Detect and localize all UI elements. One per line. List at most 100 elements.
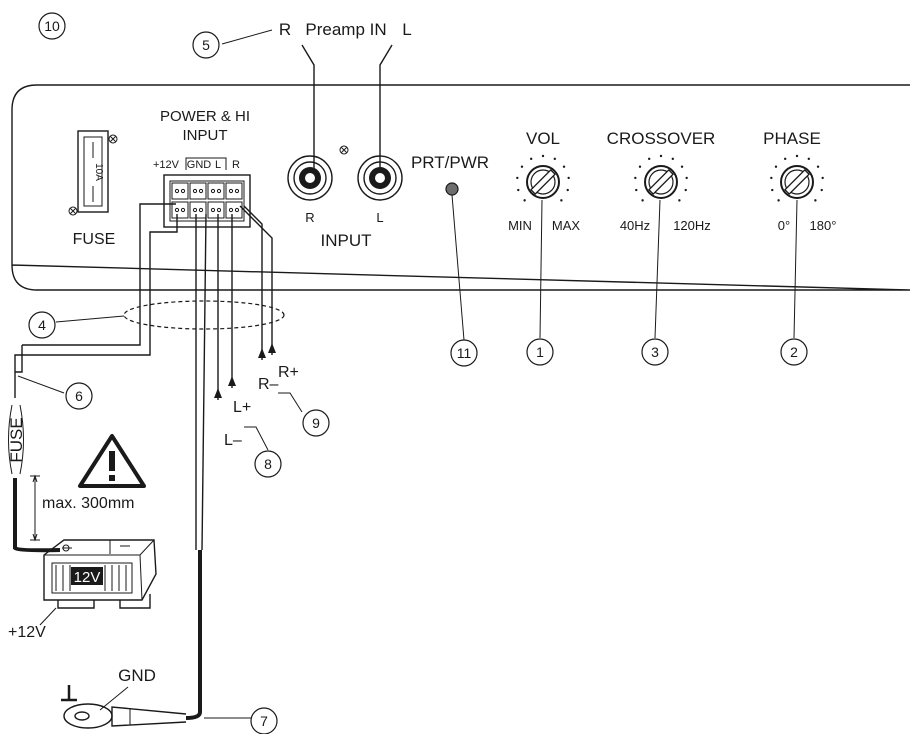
callout-number: 10 [44,18,60,34]
gnd-lead [185,550,202,720]
callout-2: 2 [780,338,808,366]
l-minus-label: L– [224,432,242,449]
preamp-l-lead [379,44,393,168]
phase-label: PHASE [763,129,821,148]
knob-scale-dot [516,176,519,180]
knob-scale-dot [560,199,563,202]
vol-min-label: MIN [508,218,532,233]
callout-number: 9 [312,415,320,431]
battery-icon: 12V [43,539,157,609]
fuse-rating: 10A [93,163,104,181]
fuse-label: FUSE [73,231,116,248]
callout-number: 2 [790,344,798,360]
phase-knob[interactable] [770,154,824,202]
screw-icon [339,145,349,155]
pin-gnd-label: GND [187,159,212,171]
power-wire-outer [22,203,176,346]
callout-number: 1 [536,344,544,360]
callout-7: 7 [250,707,278,734]
knob-scale-dot [821,176,824,180]
connector-pin [225,201,243,219]
input-label: INPUT [321,231,372,250]
knob-scale-dot [816,165,820,168]
callout-3: 3 [641,338,669,366]
knob-scale-dot [567,176,570,180]
callout-10: 10 [38,12,66,40]
power-hi-label-line2: INPUT [183,127,228,144]
ground-symbol-icon [61,685,77,702]
rca-r-label: R [305,210,314,225]
callout-number: 5 [202,37,210,53]
prt-pwr-led [445,182,459,196]
callout-8: 8 [254,450,282,478]
knob-scale-dot [684,188,687,192]
callout-5: 5 [192,31,220,59]
knob-scale-dot [647,157,651,161]
fuse-holder: 10A [68,130,118,216]
knob-scale-dot [678,199,681,202]
preamp-in-label: Preamp IN [305,20,386,39]
r-plus-label: R+ [278,364,299,381]
callout-4: 4 [28,311,56,339]
warning-icon [78,434,146,488]
knob-scale-dot [566,188,569,192]
callout-9: 9 [302,409,330,437]
preamp-r-label: R [279,20,291,39]
vol-knob[interactable] [516,154,570,202]
crossover-max-label: 120Hz [673,218,711,233]
pin-l-label: L [215,159,221,171]
knob-scale-dot [685,176,688,180]
knob-scale-dot [795,154,799,158]
phase-min-label: 0° [778,218,790,233]
connector-pin [207,182,225,200]
max-length-label: max. 300mm [42,495,134,512]
preamp-r-lead [301,44,315,168]
knob-scale-dot [641,199,644,202]
knob-scale-dot [520,165,524,168]
knob-scale-dot [634,176,637,180]
knob-scale-dot [814,199,817,202]
connector-pin [171,182,189,200]
preamp-l-label: L [402,20,411,39]
knob-scale-dot [638,165,642,168]
knob-scale-dot [562,165,566,168]
knob-scale-dot [783,157,787,161]
pin-12v-label: +12V [153,159,180,171]
crossover-label: CROSSOVER [607,129,716,148]
wire-fuse-label: FUSE [7,417,26,462]
phase-max-label: 180° [810,218,837,233]
crossover-knob[interactable] [634,154,688,202]
ring-terminal-icon [63,703,113,729]
r-minus-label: R– [258,376,279,393]
prt-pwr-label: PRT/PWR [411,153,489,172]
vol-label: VOL [526,129,560,148]
rca-jack-r[interactable] [287,155,333,201]
callout-number: 7 [260,713,268,729]
knob-scale-dot [770,176,773,180]
l-plus-label: L+ [233,399,251,416]
knob-scale-dot [659,154,663,158]
amplifier-panel [11,84,910,291]
knob-scale-dot [523,199,526,202]
rca-jack-l[interactable] [357,155,403,201]
power-hi-label-line1: POWER & HI [160,108,250,125]
callout-number: 4 [38,317,46,333]
knob-scale-dot [807,157,811,161]
rca-l-label: L [376,210,383,225]
battery-12v-label: 12V [74,569,101,586]
r-minus-wire [243,205,263,360]
knob-scale-dot [771,188,774,192]
callout-number: 11 [457,345,472,361]
cable-bundle-ellipse [123,300,285,330]
connector-pin [207,201,225,219]
knob-scale-dot [777,199,780,202]
battery-voltage-label: +12V [8,624,46,641]
knob-scale-dot [529,157,533,161]
battery-lead [13,478,61,553]
power-hi-connector [163,174,251,228]
callout-11: 11 [450,339,478,367]
connector-pin [189,182,207,200]
callout-number: 3 [651,344,659,360]
connector-pin [171,201,189,219]
